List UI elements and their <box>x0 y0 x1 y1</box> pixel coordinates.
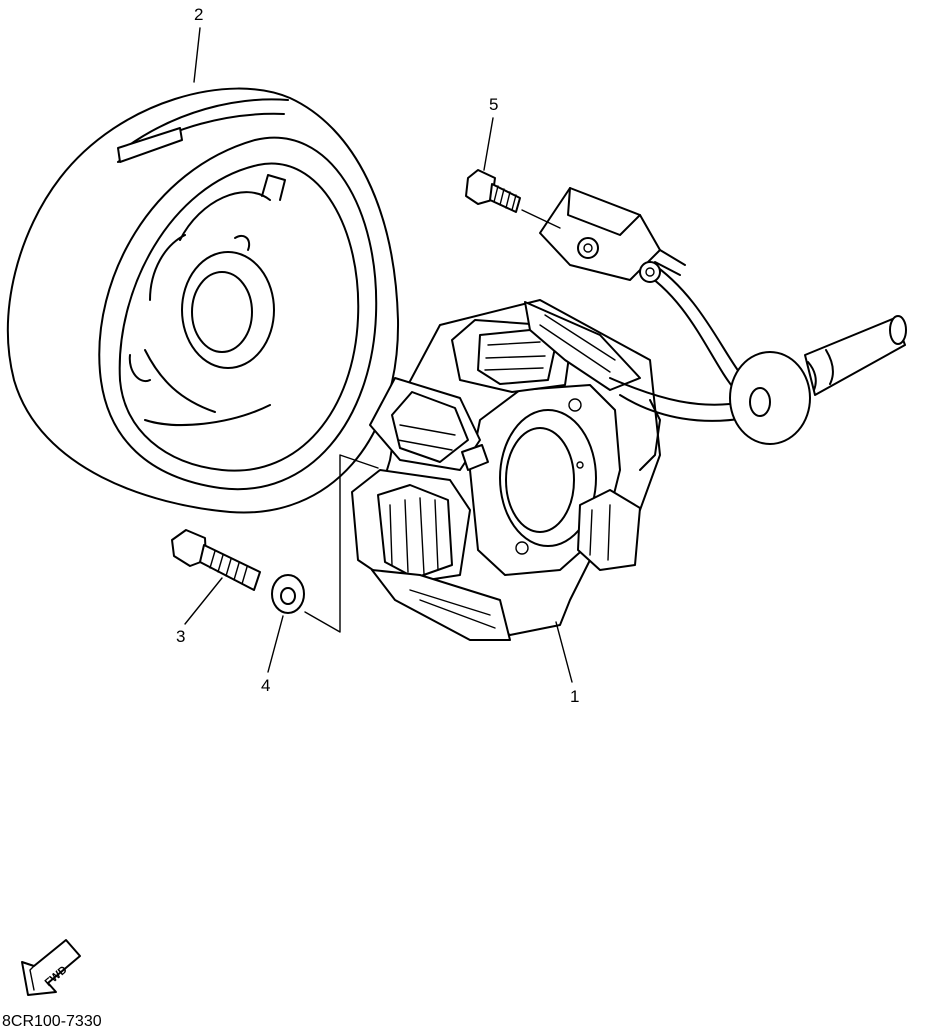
diagram-code: 8CR100-7330 <box>2 1013 102 1030</box>
washer-part-4 <box>271 574 305 614</box>
wire-harness <box>521 187 907 445</box>
fwd-arrow-icon: FWD <box>21 939 81 996</box>
flywheel-rotor <box>7 87 400 514</box>
part-label-5: 5 <box>489 95 499 114</box>
leader-lines <box>184 27 573 683</box>
part-label-4: 4 <box>261 676 271 695</box>
stator-assembly <box>351 299 661 641</box>
bolt-part-5 <box>465 169 521 213</box>
part-label-2: 2 <box>194 5 204 24</box>
assembly-bracket-line <box>304 454 379 633</box>
bolt-part-3 <box>171 529 261 591</box>
part-label-1: 1 <box>570 687 580 706</box>
part-label-3: 3 <box>176 627 186 646</box>
